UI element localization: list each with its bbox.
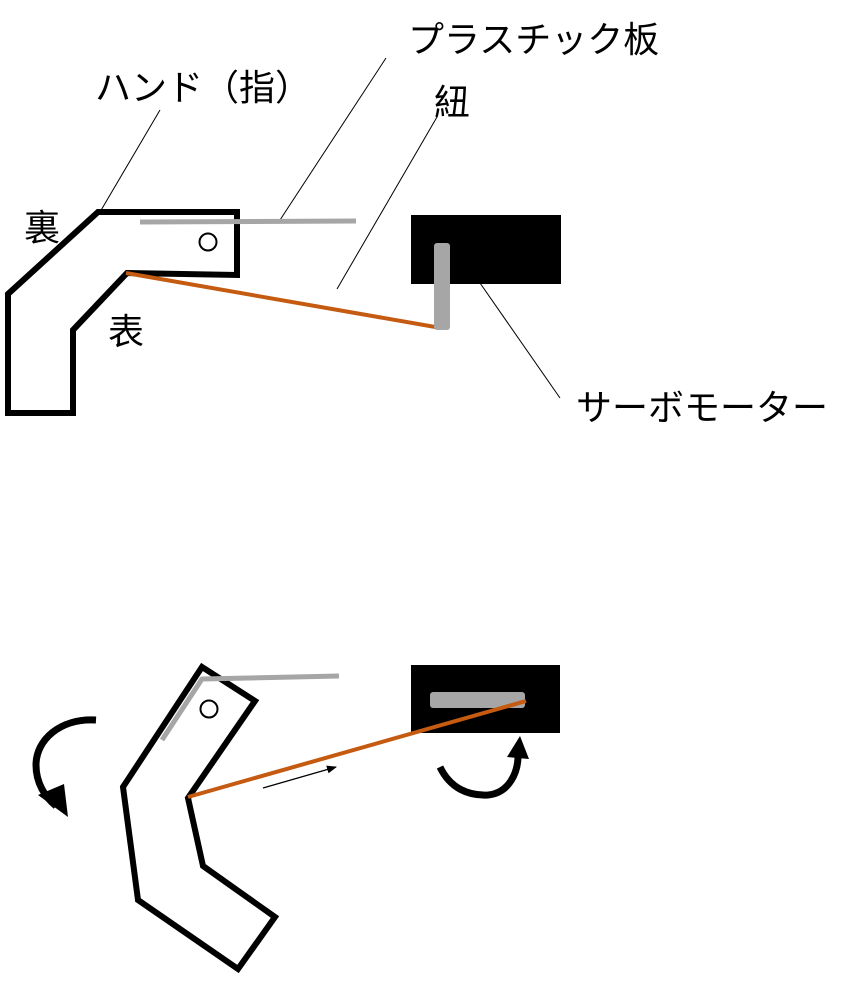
label-back-side: 裏 <box>24 208 60 249</box>
bottom-diagram <box>32 662 560 974</box>
servo-horn <box>434 243 450 330</box>
top-diagram: プラスチック板 ハンド（指） 紐 裏 表 サーボモーター <box>5 20 828 429</box>
straight-arrow-icon <box>262 765 337 789</box>
pivot-circle-icon <box>199 699 219 719</box>
curved-arrow-up-head <box>507 736 529 759</box>
label-hand-finger: ハンド（指） <box>95 68 311 109</box>
label-string: 紐 <box>434 83 470 124</box>
string <box>125 271 442 330</box>
leader-line-string <box>336 116 438 290</box>
label-servo-motor: サーボモーター <box>576 388 828 429</box>
pivot-circle-icon <box>198 232 218 252</box>
curved-arrow-up-icon <box>436 751 522 799</box>
plastic-plate-bent <box>159 673 340 742</box>
string <box>187 699 527 799</box>
leader-line-hand <box>99 109 161 213</box>
label-plastic-plate: プラスチック板 <box>408 20 659 61</box>
label-front-side: 表 <box>108 312 144 353</box>
plastic-plate <box>139 218 357 225</box>
hand-outline <box>5 209 240 416</box>
leader-line-servo <box>479 282 561 399</box>
servo-horn <box>430 692 525 708</box>
leader-line-plastic-plate <box>279 57 387 221</box>
hand-outline-rotated <box>119 662 280 974</box>
servo-motor-body <box>411 215 561 284</box>
curved-arrow-counterclockwise-head <box>38 784 68 817</box>
